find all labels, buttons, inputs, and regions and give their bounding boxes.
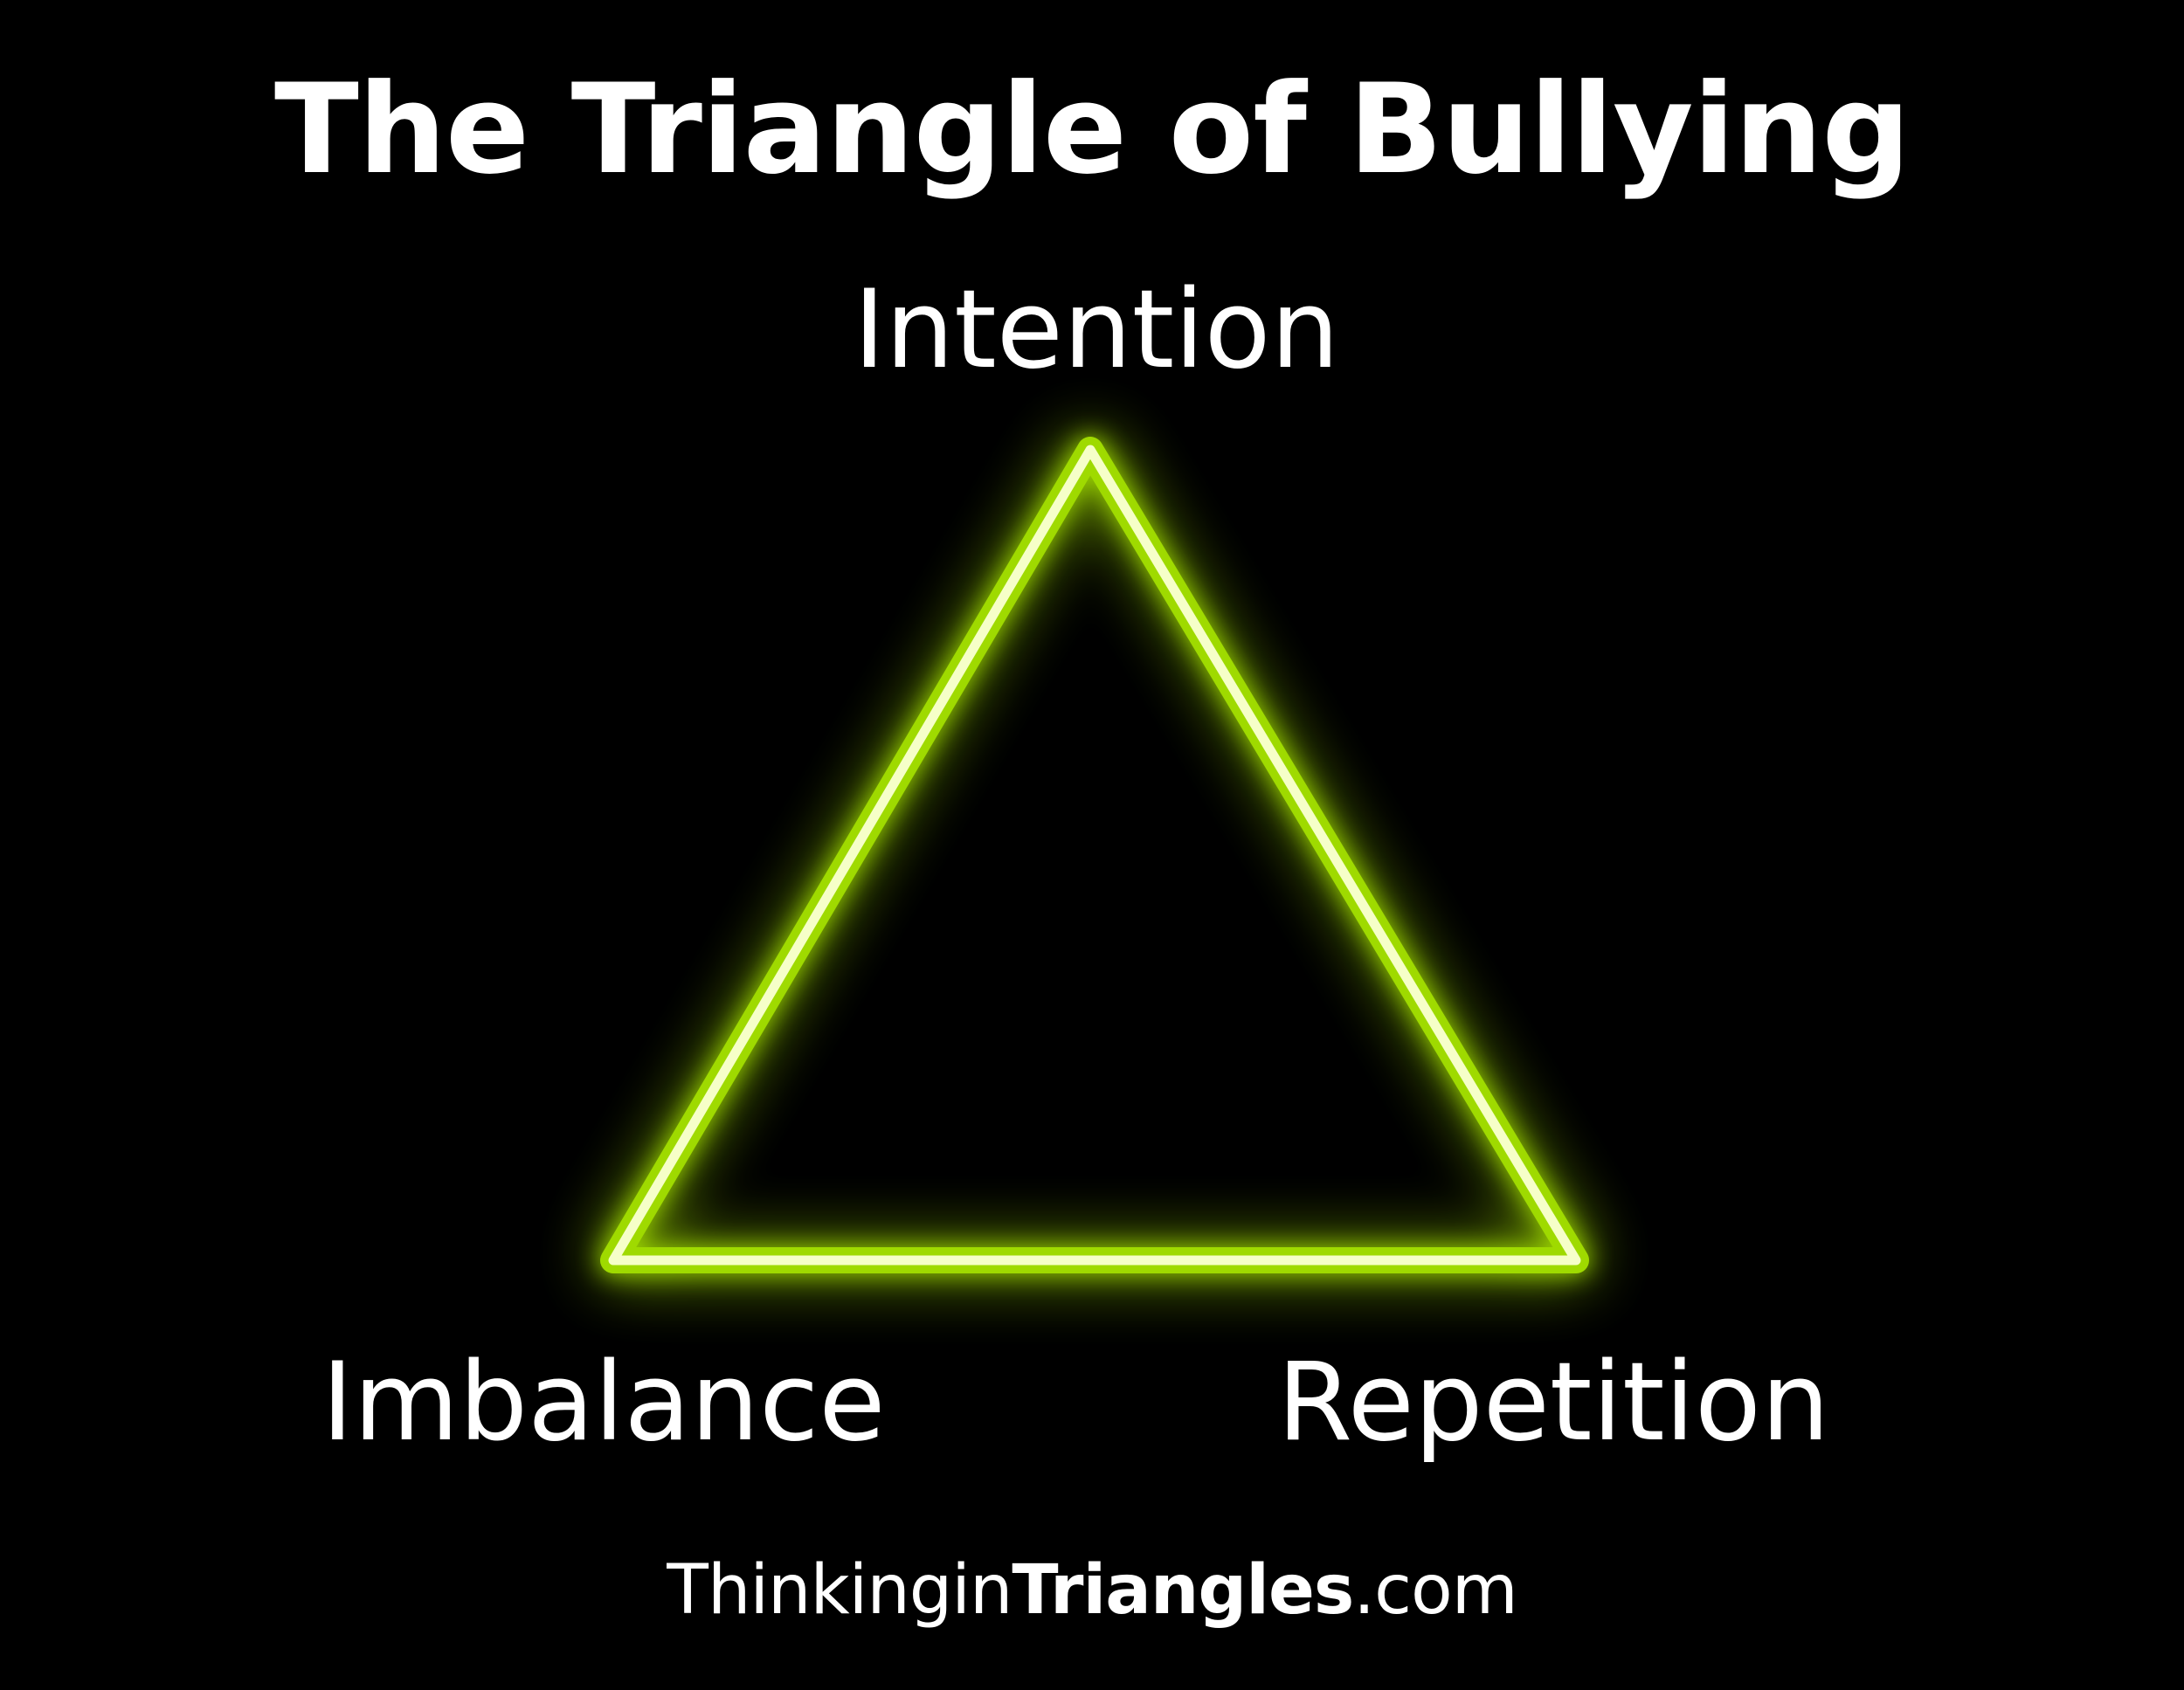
footer-part-thinkingin: Thinkingin [667,1551,1013,1630]
footer-part-triangles: Triangles [1012,1551,1354,1630]
triangle-core [608,445,1581,1266]
diagram-title: The Triangle of Bullying [273,58,1911,202]
triangle-glow [600,437,1589,1273]
footer-website: ThinkinginTriangles.com [0,1556,2184,1624]
footer-part-com: .com [1353,1551,1517,1630]
vertex-label-intention: Intention [853,267,1340,393]
vertex-label-repetition: Repetition [1277,1340,1830,1466]
vertex-label-imbalance: Imbalance [321,1340,886,1466]
